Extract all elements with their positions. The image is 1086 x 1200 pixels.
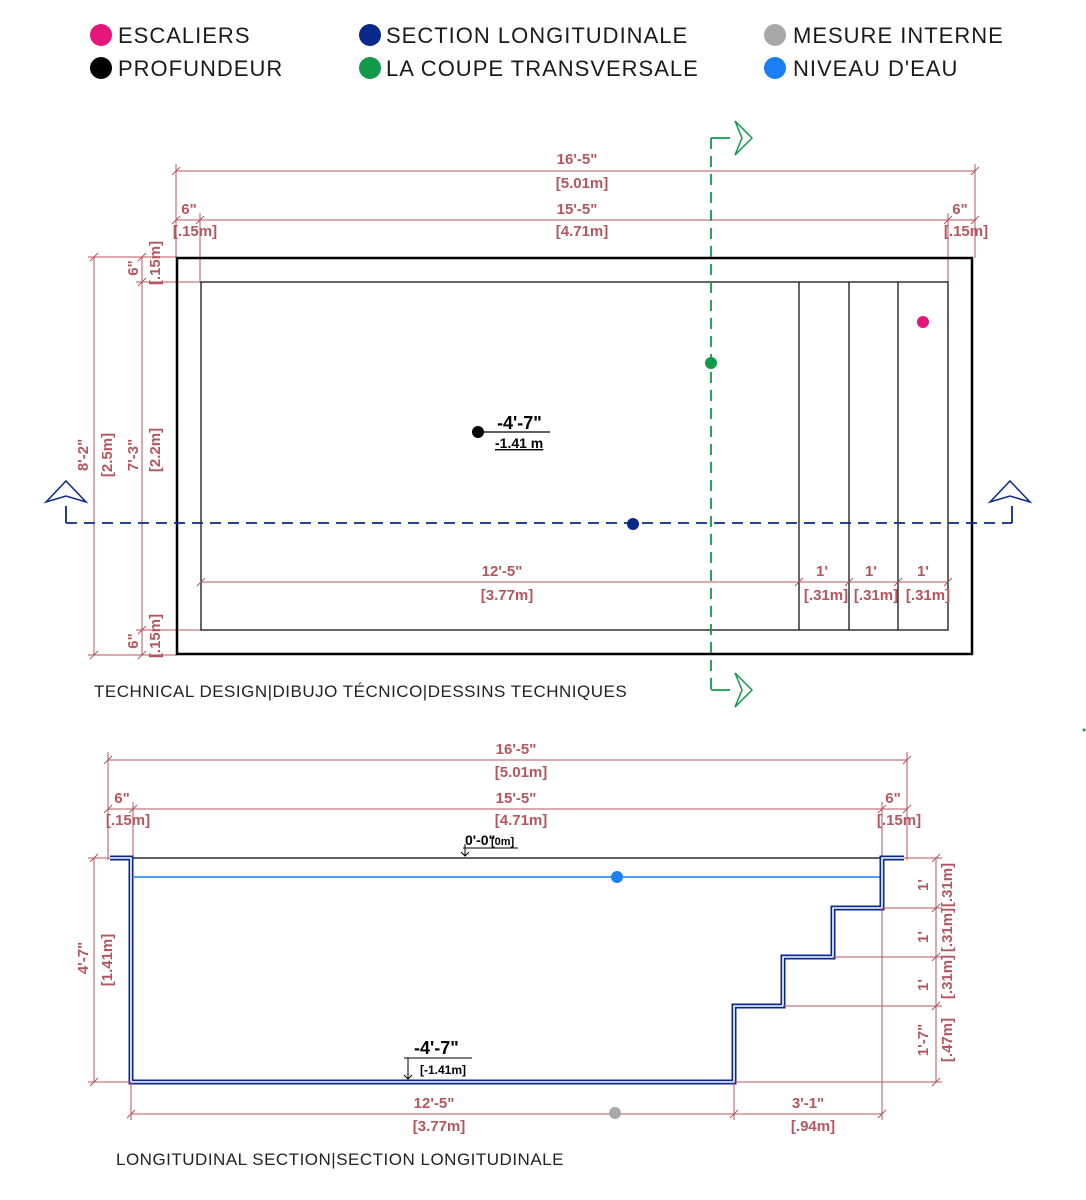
internal-measure-marker [609, 1107, 621, 1119]
section-overall-length-m: [5.01m] [495, 764, 548, 781]
plan-caption: TECHNICAL DESIGN|DIBUJO TÉCNICO|DESSINS … [94, 682, 627, 701]
plan-step-1-ft: 1' [816, 563, 828, 580]
section-total-depth-m: [1.41m] [99, 934, 116, 987]
legend-dot-escaliers [90, 24, 112, 46]
plan-right-wall-ft: 6" [952, 201, 967, 218]
longitudinal-cut-arrow-left [43, 479, 89, 504]
legend-label-niveau-eau: NIVEAU D'EAU [793, 56, 958, 81]
plan-left-wall-m: [.15m] [173, 223, 217, 240]
section-left-wall-ft: 6" [114, 790, 129, 807]
section-riser-4-ft: 1'-7" [915, 1024, 932, 1056]
longitudinal-cut-arrow-right [987, 479, 1033, 504]
transverse-cut-arrow-top [734, 120, 754, 156]
legend-label-section-longitudinale: SECTION LONGITUDINALE [386, 23, 688, 48]
plan-overall-length-ft: 16'-5" [557, 151, 598, 168]
legend-dot-mesure-interne [764, 24, 786, 46]
section-inner-length-ft: 15'-5" [496, 790, 537, 807]
plan-depth-m: -1.41 m [495, 435, 543, 451]
plan-bottom-wall-m: [.15m] [147, 614, 164, 658]
section-riser-4-m: [.47m] [939, 1018, 956, 1062]
plan-overall-width-m: [2.5m] [99, 433, 116, 477]
section-stair-length-m: [.94m] [791, 1118, 835, 1135]
section-top-level-ft: 0'-0" [465, 832, 495, 848]
section-left-wall-m: [.15m] [106, 812, 150, 829]
legend: ESCALIERS SECTION LONGITUDINALE MESURE I… [90, 23, 1004, 81]
longitudinal-section-marker [627, 518, 639, 530]
section-depth-ft: -4'-7" [414, 1038, 459, 1058]
section-top-level-m: [0m] [491, 836, 515, 848]
legend-dot-coupe-transversale [359, 57, 381, 79]
section-riser-3-m: [.31m] [939, 955, 956, 999]
section-floor-length-ft: 12'-5" [414, 1095, 455, 1112]
legend-label-mesure-interne: MESURE INTERNE [793, 23, 1004, 48]
plan-bottom-wall-ft: 6" [125, 633, 142, 648]
stairs-marker [917, 316, 929, 328]
section-floor-length-m: [3.77m] [413, 1118, 466, 1135]
plan-top-wall-ft: 6" [125, 260, 142, 275]
legend-label-profundeur: PROFUNDEUR [118, 56, 283, 81]
section-riser-2-ft: 1' [915, 931, 932, 943]
plan-overall-length-m: [5.01m] [556, 175, 609, 192]
plan-step-2-m: [.31m] [854, 587, 898, 604]
plan-top-wall-m: [.15m] [147, 241, 164, 285]
section-total-depth-ft: 4'-7" [75, 942, 92, 974]
plan-right-wall-m: [.15m] [944, 223, 988, 240]
plan-floor-length-ft: 12'-5" [482, 563, 523, 580]
plan-left-wall-ft: 6" [181, 201, 196, 218]
water-level-marker [611, 871, 623, 883]
section-pool-profile [110, 855, 904, 1085]
section-view: 16'-5" [5.01m] 15'-5" [4.71m] 6" [.15m] … [75, 741, 956, 1169]
plan-inner-outline [200, 281, 949, 631]
transverse-section-marker [705, 357, 717, 369]
section-right-wall-m: [.15m] [877, 812, 921, 829]
plan-overall-width-ft: 8'-2" [75, 439, 92, 471]
section-riser-2-m: [.31m] [939, 908, 956, 952]
plan-inner-width-m: [2.2m] [147, 428, 164, 472]
plan-step-1-m: [.31m] [804, 587, 848, 604]
legend-dot-profundeur [90, 57, 112, 79]
section-riser-3-ft: 1' [915, 979, 932, 991]
stray-mark [1082, 728, 1086, 732]
plan-outer-outline [175, 256, 974, 656]
section-right-wall-ft: 6" [885, 790, 900, 807]
section-riser-1-ft: 1' [915, 879, 932, 891]
transverse-cut-arrow-bottom [734, 672, 754, 708]
legend-dot-section-longitudinale [359, 24, 381, 46]
plan-step-3-ft: 1' [917, 563, 929, 580]
plan-inner-width-ft: 7'-3" [125, 439, 142, 471]
section-stair-length-ft: 3'-1" [792, 1095, 824, 1112]
legend-label-escaliers: ESCALIERS [118, 23, 251, 48]
plan-floor-length-m: [3.77m] [481, 587, 534, 604]
plan-inner-length-ft: 15'-5" [557, 201, 598, 218]
legend-label-coupe-transversale: LA COUPE TRANSVERSALE [386, 56, 699, 81]
plan-depth-ft: -4'-7" [497, 413, 542, 433]
section-caption: LONGITUDINAL SECTION|SECTION LONGITUDINA… [116, 1150, 564, 1169]
plan-step-2-ft: 1' [865, 563, 877, 580]
plan-step-3-m: [.31m] [906, 587, 950, 604]
section-riser-1-m: [.31m] [939, 863, 956, 907]
legend-dot-niveau-eau [764, 57, 786, 79]
section-inner-length-m: [4.71m] [495, 812, 548, 829]
section-depth-m: [-1.41m] [420, 1063, 466, 1077]
plan-view: 16'-5" [5.01m] 15'-5" [4.71m] 6" [.15m] … [43, 120, 1033, 708]
plan-inner-length-m: [4.71m] [556, 223, 609, 240]
section-overall-length-ft: 16'-5" [496, 741, 537, 758]
